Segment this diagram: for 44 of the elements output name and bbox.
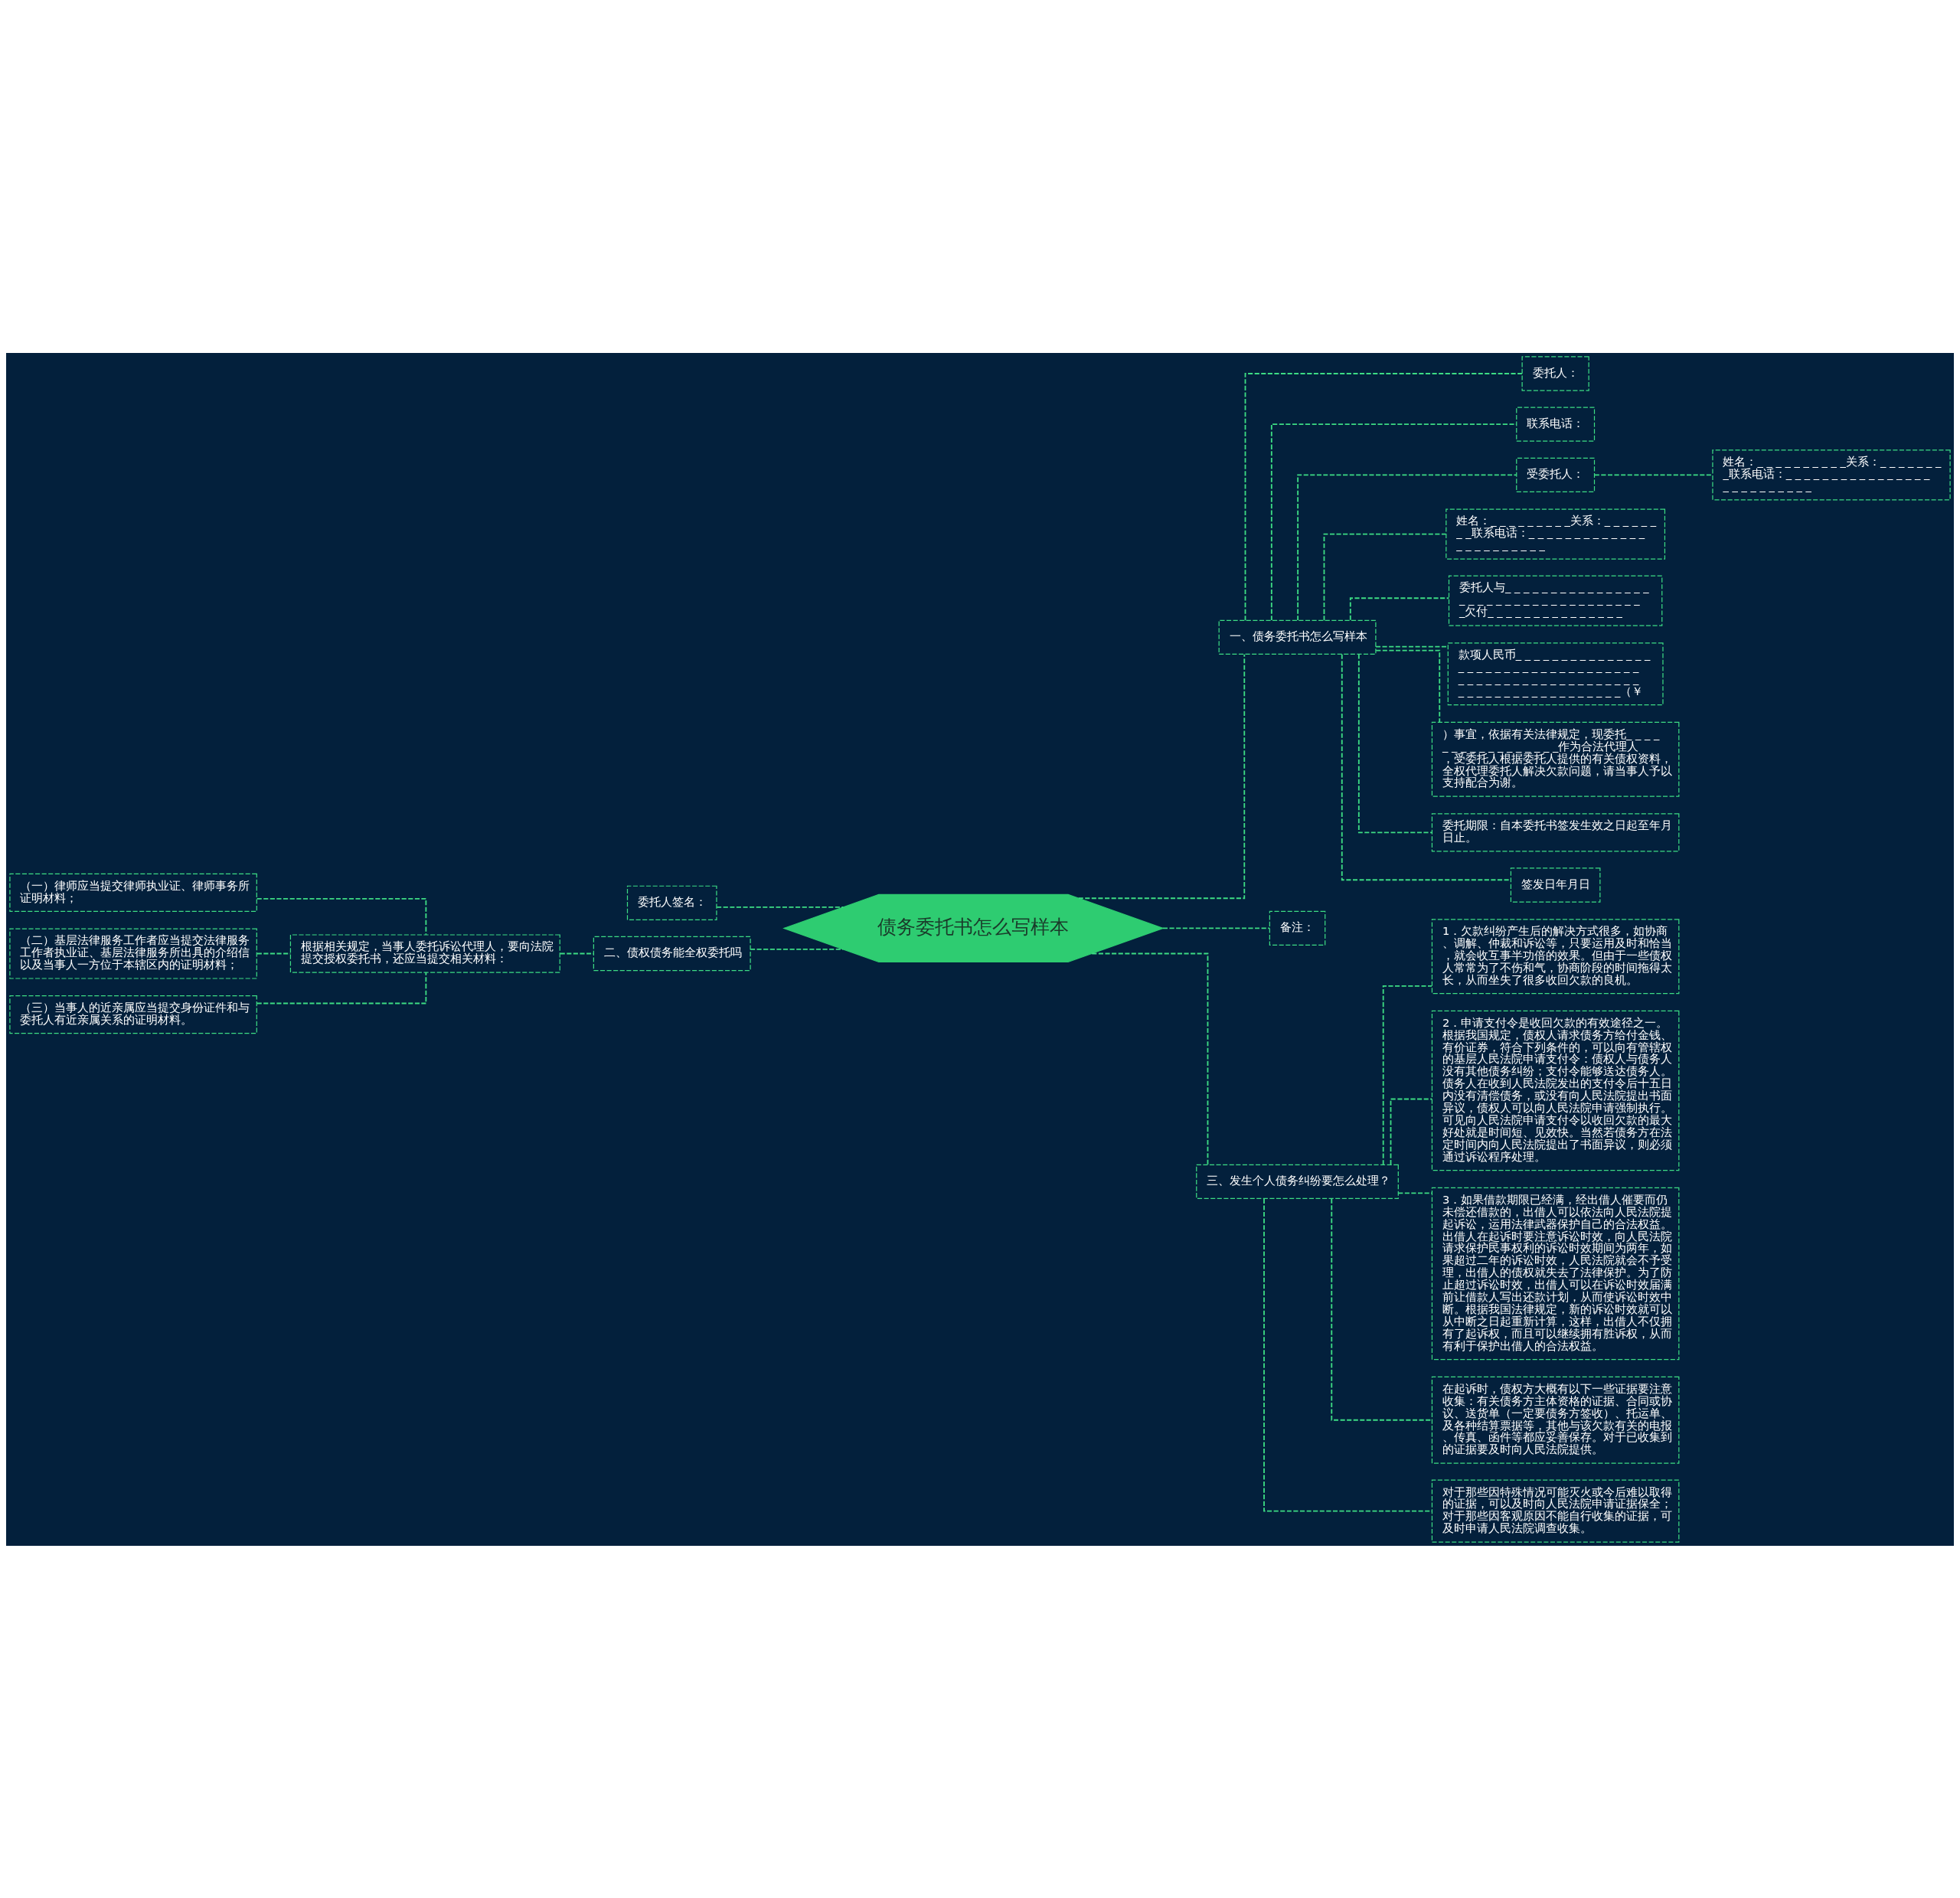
- node-box: （二）基层法律服务工作者应当提交法律服务工作者执业证、基层法律服务所出具的介绍信以及当事人一方位于本辖区内的证明材料；: [9, 927, 257, 979]
- node-box: 1．欠款纠纷产生后的解决方式很多，如协商、调解、仲裁和诉讼等，只要运用及时和恰当，就会收互事半功倍的效果。但由于一些债权人常常为了不伤和气，协商阶段的时间拖得太长，从而坐失了很多收回欠款的良机。: [1431, 918, 1680, 994]
- connector: [1593, 473, 1713, 475]
- node-box: 委托人与_ _ _ _ _ _ _ _ _ _ _ _ _ _ _ _ _ _ _ _ _ _ _ _ _ _ _ _ _ _ _ _ _ _ _ _ _欠付_ _ _ _ _ _ _ _ _ _ _ _ _ _ _: [1448, 575, 1663, 626]
- node-box: 在起诉时，债权方大概有以下一些证据要注意收集：有关债务方主体资格的证据、合同或协议、送货单（一定要债务方签收）、托运单、及各种结算票据等，其他与该欠款有关的电报、传真、函件等都应妥善保存。对于已收集到的证据要及时向人民法院提供。: [1431, 1376, 1680, 1464]
- node-box: ）事宜，依据有关法律规定，现委托_ _ _ _ _ _ _ _ _ _ _ _ _ _ _ _ _作为合法代理人，受委托人根据委托人提供的有关债权资料，全权代理委托人解决欠款问题，请当事人予以支持配合为谢。: [1431, 721, 1680, 797]
- node-box: 一、债务委托书怎么写样本: [1218, 619, 1377, 655]
- node-box: 签发日年月日: [1510, 867, 1601, 903]
- connector: [1397, 1192, 1433, 1194]
- connector: [1357, 653, 1432, 833]
- connector: [1270, 423, 1517, 621]
- connector: [1161, 927, 1271, 929]
- connector: [1375, 649, 1441, 723]
- node-box: 委托人签名：: [626, 885, 717, 920]
- connector: [1323, 533, 1447, 621]
- connector: [256, 971, 427, 1004]
- node-box: 二、债权债务能全权委托吗: [593, 936, 751, 971]
- connector: [1091, 952, 1209, 1165]
- node-box: 联系电话：: [1516, 407, 1596, 442]
- node-box: 2．申请支付令是收回欠款的有效途径之一。根据我国规定，债权人请求债务方给付金钱、有价证券，符合下列条件的，可以向有管辖权的基层人民法院申请支付令：债权人与债务人没有其他债务纠纷；支付令能够送达债务人。债务人在收到人民法院发出的支付令后十五日内没有清偿债务，或没有向人民法院提出书面异议，债权人可以向人民法院申请强制执行。可见向人民法院申请支付令以收回欠款的最大好处就是时间短、见效快。当然若债务方在法定时间内向人民法院提出了书面异议，则必须通过诉讼程序处理。: [1431, 1010, 1680, 1171]
- connector: [1244, 372, 1523, 621]
- connector: [750, 948, 844, 950]
- connector: [1349, 596, 1450, 621]
- node-box: 对于那些因特殊情况可能灭火或今后难以取得的证据，可以及时向人民法院申请证据保全；对于那些因客观原因不能自行收集的证据，可及时申请人民法院调查收集。: [1431, 1479, 1680, 1543]
- node-box: 3．如果借款期限已经满，经出借人催要而仍未偿还借款的，出借人可以依法向人民法院提起诉讼，运用法律武器保护自己的合法权益。出借人在起诉时要注意诉讼时效，向人民法院请求保护民事权利的诉讼时效期间为两年，如果超过二年的诉讼时效，人民法院就会不予受理，出借人的债权就失去了法律保护。为了防止超过诉讼时效，出借人可以在诉讼时效届满前让借款人写出还款计划，从而使诉讼时效中断。根据我国法律规定，新的诉讼时效就可以从中断之日起重新计算，这样，出借人不仅拥有了起诉权，而且可以继续拥有胜诉权，从而有利于保护出借人的合法权益。: [1431, 1187, 1680, 1360]
- node-box: 备注：: [1269, 910, 1326, 946]
- node-box: 姓名：_ _ _ _ _ _ _ _ _ _关系：_ _ _ _ _ _ _ _联系电话：_ _ _ _ _ _ _ _ _ _ _ _ _ _ _ _ _ _ _ _ _ _ _ _ _ _: [1712, 449, 1951, 500]
- node-box: 款项人民币_ _ _ _ _ _ _ _ _ _ _ _ _ _ _ _ _ _ _ _ _ _ _ _ _ _ _ _ _ _ _ _ _ _ _ _ _ _ _ _ _ _ _ _ _ _ _ _ _ _ _ _ _ _ _ _ _ _ _ _ _ _ _ _ _ _ _ _ _ _ _ _ _（￥: [1447, 642, 1664, 705]
- node-box: 受委托人：: [1516, 457, 1596, 492]
- node-box: 三、发生个人债务纠纷要怎么处理？: [1196, 1164, 1399, 1199]
- node-box: 姓名：_ _ _ _ _ _ _ _ _关系：_ _ _ _ _ _ _ _联系电话：_ _ _ _ _ _ _ _ _ _ _ _ _ _ _ _ _ _ _ _ _ _ _: [1446, 508, 1666, 560]
- connector: [1382, 985, 1432, 1165]
- connector: [1331, 1197, 1432, 1421]
- connector: [1375, 645, 1449, 648]
- connector: [1077, 653, 1246, 899]
- connector: [1390, 1098, 1433, 1165]
- connector: [716, 906, 844, 908]
- node-box: 根据相关规定，当事人委托诉讼代理人，要向法院提交授权委托书，还应当提交相关材料：: [289, 933, 560, 973]
- node-box: （三）当事人的近亲属应当提交身份证件和与委托人有近亲属关系的证明材料。: [9, 995, 257, 1034]
- node-box: （一）律师应当提交律师执业证、律师事务所证明材料；: [9, 873, 257, 912]
- connector: [1297, 473, 1517, 621]
- node-box: 委托人：: [1521, 355, 1589, 391]
- node-box: 委托期限：自本委托书签发生效之日起至年月日止。: [1431, 812, 1680, 851]
- connector: [256, 897, 427, 936]
